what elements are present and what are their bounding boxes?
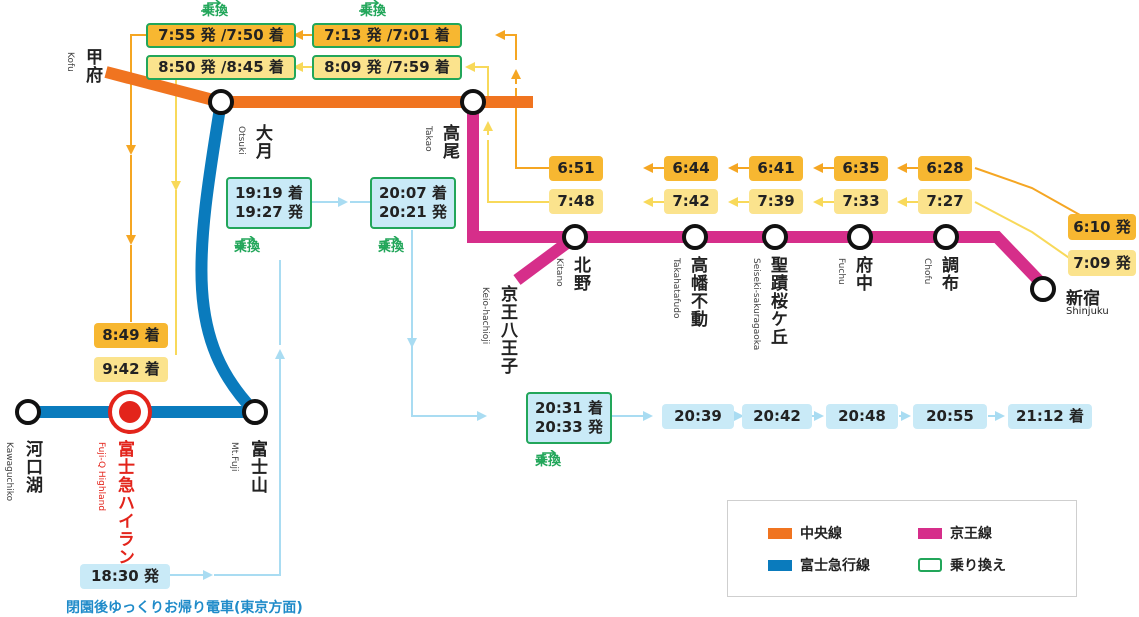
station-kawaguchiko-en: Kawaguchiko — [4, 442, 14, 502]
station-fuchu-en: Fuchu — [836, 258, 846, 285]
station-otsuki-marker — [208, 89, 234, 115]
station-fuchu-name: 府中 — [852, 256, 872, 292]
time-kitano-orange: 6:51 — [549, 156, 603, 181]
station-kawaguchiko-marker — [15, 399, 41, 425]
time-chofu-yellow: 7:27 — [918, 189, 972, 214]
time-box-hachioji-transfer: 20:31 着 20:33 発 — [526, 392, 612, 444]
station-mtfuji-en: Mt.Fuji — [229, 442, 239, 472]
return-train-note: 閉園後ゆっくりお帰り電車(東京方面) — [66, 600, 303, 616]
legend-item-transfer: 乗り換え — [918, 555, 1006, 575]
time-shinjuku-dep-2: 7:09 発 — [1068, 250, 1136, 276]
station-chofu-en: Chofu — [922, 258, 932, 285]
time-fujiq-dep: 18:30 発 — [80, 564, 170, 589]
station-seiseki-name: 聖蹟桜ケ丘 — [767, 256, 787, 346]
station-takahatafudo-name: 高幡不動 — [687, 256, 707, 328]
time-box-takao-orange: 7:13 発 /7:01 着 — [312, 23, 462, 48]
fujikyu-line — [195, 101, 260, 417]
station-kofu-en: Kofu — [65, 52, 75, 72]
station-mtfuji-marker — [242, 399, 268, 425]
station-shinjuku-en: Shinjuku — [1066, 306, 1109, 317]
station-shinjuku-marker — [1030, 276, 1056, 302]
time-return-3: 20:48 — [826, 404, 898, 429]
time-box-takao-transfer: 20:07 着 20:21 発 — [370, 177, 456, 229]
route-arrows-orange — [126, 30, 1081, 322]
station-fujiq-name: 富士急ハイランド — [114, 440, 134, 584]
time-fujiq-arr-2: 9:42 着 — [94, 357, 168, 382]
legend-swatch-transfer — [918, 558, 942, 572]
transfer-label-2: 乗換 — [358, 0, 386, 19]
time-fuchu-orange: 6:35 — [834, 156, 888, 181]
legend-item-chuo: 中央線 — [768, 523, 842, 543]
legend-swatch-fujikyu — [768, 559, 792, 571]
station-otsuki-en: Otsuki — [236, 126, 246, 155]
legend: 中央線 京王線 富士急行線 乗り換え — [727, 500, 1077, 597]
transfer-label-otsuki: 乗換 — [234, 236, 262, 255]
station-takao-en: Takao — [423, 126, 433, 152]
station-kitano-en: Kitano — [554, 258, 564, 287]
transfer-label-hachioji: 乗換 — [535, 450, 563, 469]
station-seiseki-en: Seiseki-sakuragaoka — [751, 258, 761, 351]
time-return-4: 20:55 — [913, 404, 987, 429]
time-kitano-yellow: 7:48 — [549, 189, 603, 214]
station-fuchu-marker — [847, 224, 873, 250]
station-takao-name: 高尾 — [439, 124, 459, 160]
station-fujiq-en: Fuji-Q Highland — [96, 442, 106, 512]
station-chofu-marker — [933, 224, 959, 250]
station-chofu-name: 調布 — [938, 256, 958, 292]
time-shinjuku-dep-1: 6:10 発 — [1068, 214, 1136, 240]
legend-swatch-chuo — [768, 527, 792, 539]
station-seiseki-marker — [762, 224, 788, 250]
time-seiseki-yellow: 7:39 — [749, 189, 803, 214]
station-fujiq-marker — [108, 390, 152, 434]
station-markers — [15, 89, 1056, 425]
time-takahatafudo-yellow: 7:42 — [664, 189, 718, 214]
time-seiseki-orange: 6:41 — [749, 156, 803, 181]
time-takahatafudo-orange: 6:44 — [664, 156, 718, 181]
time-return-2: 20:42 — [742, 404, 812, 429]
station-takao-marker — [460, 89, 486, 115]
legend-item-keio: 京王線 — [918, 523, 992, 543]
time-box-otsuki-transfer: 19:19 着 19:27 発 — [226, 177, 312, 229]
time-fujiq-arr-1: 8:49 着 — [94, 323, 168, 348]
time-chofu-orange: 6:28 — [918, 156, 972, 181]
station-otsuki-name: 大月 — [252, 124, 272, 160]
legend-item-fujikyu: 富士急行線 — [768, 555, 870, 575]
route-arrows-blue — [170, 197, 1005, 580]
time-fuchu-yellow: 7:33 — [834, 189, 888, 214]
station-kitano-marker — [562, 224, 588, 250]
time-return-5: 21:12 着 — [1008, 404, 1092, 429]
station-shinjuku-name: 新宿 — [1066, 289, 1100, 309]
transfer-label-1: 乗換 — [200, 0, 228, 19]
time-box-otsuki-orange: 7:55 発 /7:50 着 — [146, 23, 296, 48]
station-kitano-name: 北野 — [570, 256, 590, 292]
station-kawaguchiko-name: 河口湖 — [22, 440, 42, 494]
time-return-1: 20:39 — [662, 404, 734, 429]
station-takahatafudo-en: Takahatafudo — [671, 258, 681, 319]
legend-swatch-keio — [918, 527, 942, 539]
transfer-label-takao: 乗換 — [378, 236, 406, 255]
time-box-otsuki-yellow: 8:50 発 /8:45 着 — [146, 55, 296, 80]
station-takahatafudo-marker — [682, 224, 708, 250]
station-kofu-name: 甲府 — [82, 48, 102, 84]
station-keio-hachioji-en: Keio-hachioji — [480, 287, 490, 345]
station-keio-hachioji-name: 京王八王子 — [497, 285, 517, 375]
time-box-takao-yellow: 8:09 発 /7:59 着 — [312, 55, 462, 80]
keio-line — [467, 102, 1048, 290]
station-mtfuji-name: 富士山 — [247, 440, 267, 494]
